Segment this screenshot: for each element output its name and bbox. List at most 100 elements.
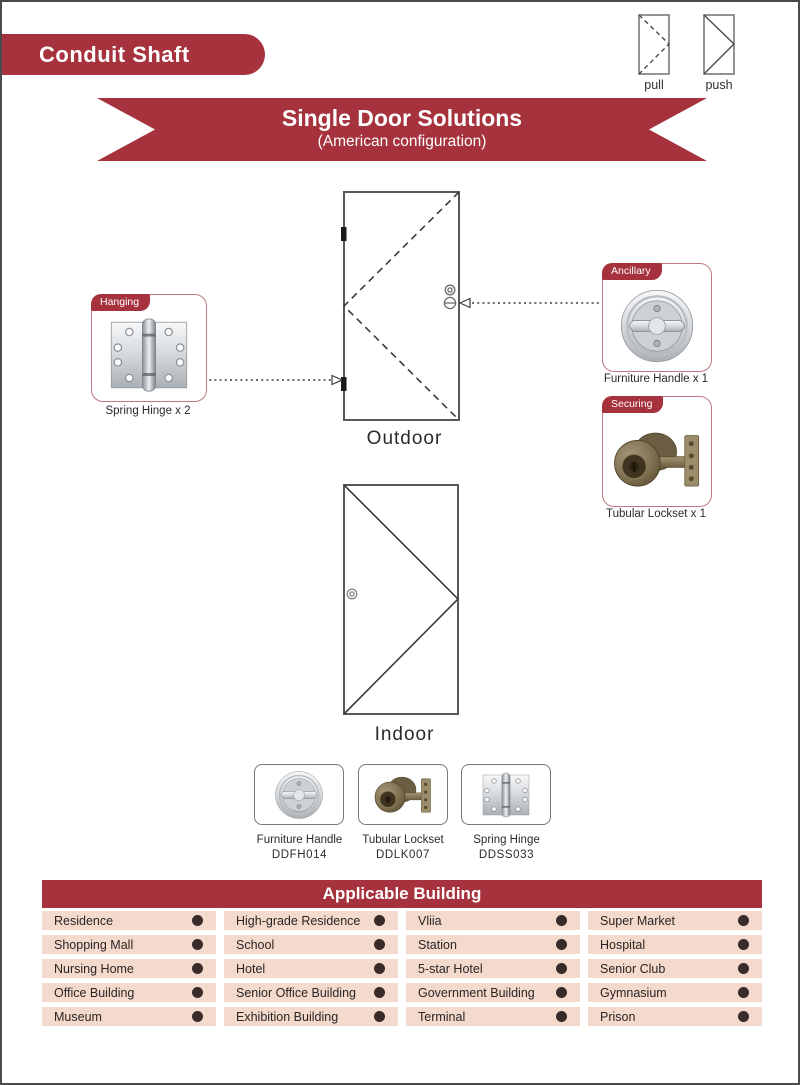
hanging-connector-line [204, 374, 344, 386]
availability-dot [374, 939, 385, 950]
handle-position-symbol [346, 588, 358, 600]
building-label: Residence [54, 913, 114, 928]
building-cell: Museum [42, 1007, 216, 1026]
product-name: Tubular Lockset [362, 834, 444, 846]
availability-dot [192, 939, 203, 950]
product-name: Furniture Handle [256, 834, 343, 846]
product-code: DDSS033 [478, 849, 535, 861]
availability-dot [192, 987, 203, 998]
section-ribbon: Single Door Solutions (American configur… [97, 98, 707, 161]
building-cell: Station [406, 935, 580, 954]
ancillary-caption: Furniture Handle x 1 [603, 373, 709, 385]
building-cell: 5-star Hotel [406, 959, 580, 978]
building-label: Terminal [418, 1009, 466, 1024]
building-label: 5-star Hotel [418, 961, 483, 976]
building-cell: Government Building [406, 983, 580, 1002]
page-title-banner: Conduit Shaft [2, 34, 265, 75]
tubular-lockset-image [608, 419, 706, 501]
securing-caption: Tubular Lockset x 1 [606, 508, 706, 520]
tubular-lockset-thumb [367, 768, 439, 822]
building-cell: Terminal [406, 1007, 580, 1026]
ancillary-callout: Ancillary [602, 263, 712, 372]
availability-dot [556, 915, 567, 926]
outdoor-door-outline [343, 191, 460, 421]
outdoor-label: Outdoor [366, 428, 443, 449]
product-spring-hinge: Spring Hinge DDSS033 [461, 764, 552, 861]
product-furniture-handle: Furniture Handle DDFH014 [254, 764, 345, 861]
indoor-door-outline [343, 484, 459, 715]
ancillary-connector-line [458, 297, 604, 309]
securing-tab: Securing [602, 396, 664, 413]
building-cell: Hospital [588, 935, 762, 954]
indoor-door-diagram [343, 484, 460, 715]
spring-hinge-image [108, 314, 190, 396]
building-label: Station [418, 937, 457, 952]
furniture-handle-image [619, 288, 695, 364]
securing-callout: Securing [602, 396, 712, 507]
availability-dot [374, 987, 385, 998]
product-image-box [461, 764, 551, 825]
building-label: Hotel [236, 961, 266, 976]
spring-hinge-thumb [481, 770, 531, 820]
building-cell: Shopping Mall [42, 935, 216, 954]
pull-label: pull [644, 78, 664, 92]
building-cell: School [224, 935, 398, 954]
building-label: Office Building [54, 985, 135, 1000]
availability-dot [738, 1011, 749, 1022]
product-row: Furniture Handle DDFH014 Tubular Lockset… [254, 764, 552, 861]
hanging-tab: Hanging [91, 294, 151, 311]
building-label: Vliia [418, 913, 442, 928]
product-image-box [254, 764, 344, 825]
availability-dot [556, 1011, 567, 1022]
building-cell: Exhibition Building [224, 1007, 398, 1026]
ribbon-title: Single Door Solutions [281, 105, 523, 131]
building-cell: Senior Club [588, 959, 762, 978]
building-grid: Residence High-grade Residence Vliia Super … [42, 911, 762, 1026]
applicable-building-table: Applicable Building Residence High-grade … [42, 880, 762, 1026]
availability-dot [192, 1011, 203, 1022]
hinge-mark-top [341, 227, 347, 241]
hanging-caption: Spring Hinge x 2 [105, 405, 191, 417]
availability-dot [192, 915, 203, 926]
building-label: Super Market [600, 913, 676, 928]
availability-dot [556, 939, 567, 950]
product-image-box [357, 764, 448, 825]
arrowhead-right [331, 374, 344, 386]
building-label: Shopping Mall [54, 937, 134, 952]
building-table-title: Applicable Building [42, 880, 762, 908]
availability-dot [738, 939, 749, 950]
building-label: Senior Club [600, 961, 666, 976]
building-cell: Office Building [42, 983, 216, 1002]
push-door-icon [703, 14, 735, 75]
availability-dot [738, 915, 749, 926]
building-label: High-grade Residence [236, 913, 361, 928]
lockset-position-symbol [443, 284, 457, 310]
building-cell: Vliia [406, 911, 580, 930]
building-label: Exhibition Building [236, 1009, 339, 1024]
ancillary-tab: Ancillary [602, 263, 662, 280]
product-tubular-lockset: Tubular Lockset DDLK007 [357, 764, 449, 861]
building-cell: High-grade Residence [224, 911, 398, 930]
building-cell: Residence [42, 911, 216, 930]
availability-dot [556, 987, 567, 998]
building-label: School [236, 937, 275, 952]
building-label: Prison [600, 1009, 636, 1024]
building-label: Hospital [600, 937, 646, 952]
building-label: Government Building [418, 985, 535, 1000]
building-cell: Prison [588, 1007, 762, 1026]
outdoor-door-diagram [341, 191, 460, 421]
building-label: Gymnasium [600, 985, 667, 1000]
building-cell: Super Market [588, 911, 762, 930]
availability-dot [738, 963, 749, 974]
indoor-label: Indoor [374, 724, 435, 745]
building-cell: Hotel [224, 959, 398, 978]
building-cell: Nursing Home [42, 959, 216, 978]
indoor-swing-solid [343, 484, 460, 715]
product-name: Spring Hinge [473, 834, 540, 846]
building-cell: Senior Office Building [224, 983, 398, 1002]
product-code: DDFH014 [271, 849, 328, 861]
outdoor-swing-dashed [342, 191, 460, 421]
availability-dot [556, 963, 567, 974]
arrowhead-left [458, 297, 471, 309]
